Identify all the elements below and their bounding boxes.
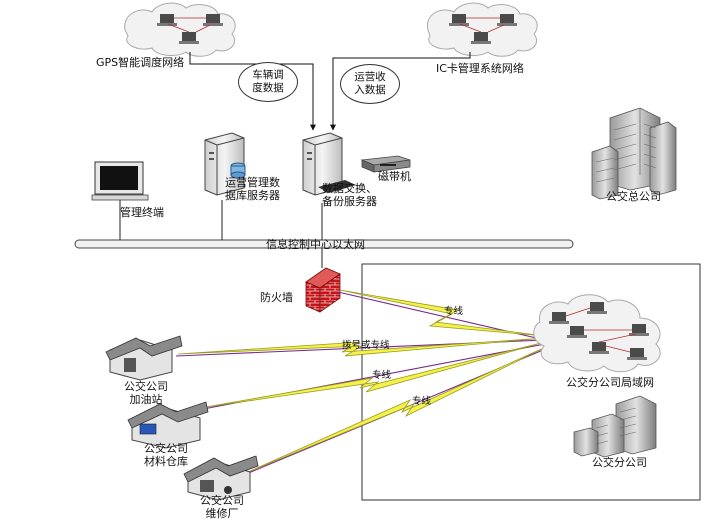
ops-db-server-label: 运营管理数据库服务器 <box>225 176 280 202</box>
head-company-label: 公交总公司 <box>606 190 661 203</box>
data-server-label: 数据交换、备份服务器 <box>322 182 377 208</box>
management-terminal-icon <box>91 161 149 201</box>
vehicle-data-bubble: 车辆调度数据 <box>238 62 298 102</box>
ic-network-cloud <box>426 2 538 57</box>
ic-network-label: IC卡管理系统网络 <box>436 62 524 75</box>
branch-company-label: 公交分公司 <box>592 456 647 469</box>
branch-company-building-icon <box>573 395 657 458</box>
ethernet-bus <box>74 239 574 249</box>
laptop-icon <box>497 14 517 26</box>
repair-shop-label: 公交公司维修厂 <box>200 494 244 520</box>
warehouse-label: 公交公司材料仓库 <box>144 442 188 468</box>
tape-drive-icon <box>360 155 411 173</box>
link-dedicated-label: 专线 <box>444 306 464 317</box>
vehicle-data-line-2: 度数据 <box>252 82 284 94</box>
head-company-building-icon <box>591 107 677 200</box>
laptop-icon <box>567 326 587 338</box>
laptop-icon <box>471 32 491 44</box>
laptop-icon <box>157 14 177 26</box>
lightning-bolts <box>177 289 549 473</box>
gps-network-label: GPS智能调度网络 <box>96 56 185 69</box>
branch-lan-label: 公交分公司局域网 <box>566 376 654 389</box>
data-exchange-server-icon <box>302 132 356 196</box>
link-dialup-label: 拨号或专线 <box>342 340 390 351</box>
gps-network-cloud <box>124 2 236 57</box>
laptop-icon <box>549 312 569 324</box>
laptop-icon <box>627 348 647 360</box>
firewall-label: 防火墙 <box>260 291 293 304</box>
warehouse-icon <box>127 401 209 449</box>
laptop-icon <box>449 14 469 26</box>
firewall-icon <box>305 267 341 313</box>
ops-database-server-icon <box>204 132 246 196</box>
laptop-icon <box>589 342 609 354</box>
laptop-icon <box>179 32 199 44</box>
laptop-icon <box>587 302 607 314</box>
branch-lan-cloud <box>533 294 661 373</box>
laptop-icon <box>203 14 223 26</box>
link-dedicated-3-label: 专线 <box>412 396 432 407</box>
laptop-icon <box>629 324 649 336</box>
repair-shop-icon <box>183 455 259 501</box>
gas-station-icon <box>105 335 183 381</box>
ethernet-label: 信息控制中心以太网 <box>266 238 365 251</box>
link-dedicated-2-label: 专线 <box>372 370 392 381</box>
mgmt-terminal-label: 管理终端 <box>120 206 164 219</box>
tape-drive-label: 磁带机 <box>378 170 411 183</box>
revenue-data-bubble: 运营收入数据 <box>340 64 400 104</box>
revenue-data-line-1: 运营收 <box>354 71 386 83</box>
gas-station-label: 公交公司加油站 <box>124 380 168 406</box>
vehicle-data-line-1: 车辆调 <box>252 69 284 81</box>
ic-data-arrow <box>330 52 471 131</box>
revenue-data-line-2: 入数据 <box>354 84 386 96</box>
